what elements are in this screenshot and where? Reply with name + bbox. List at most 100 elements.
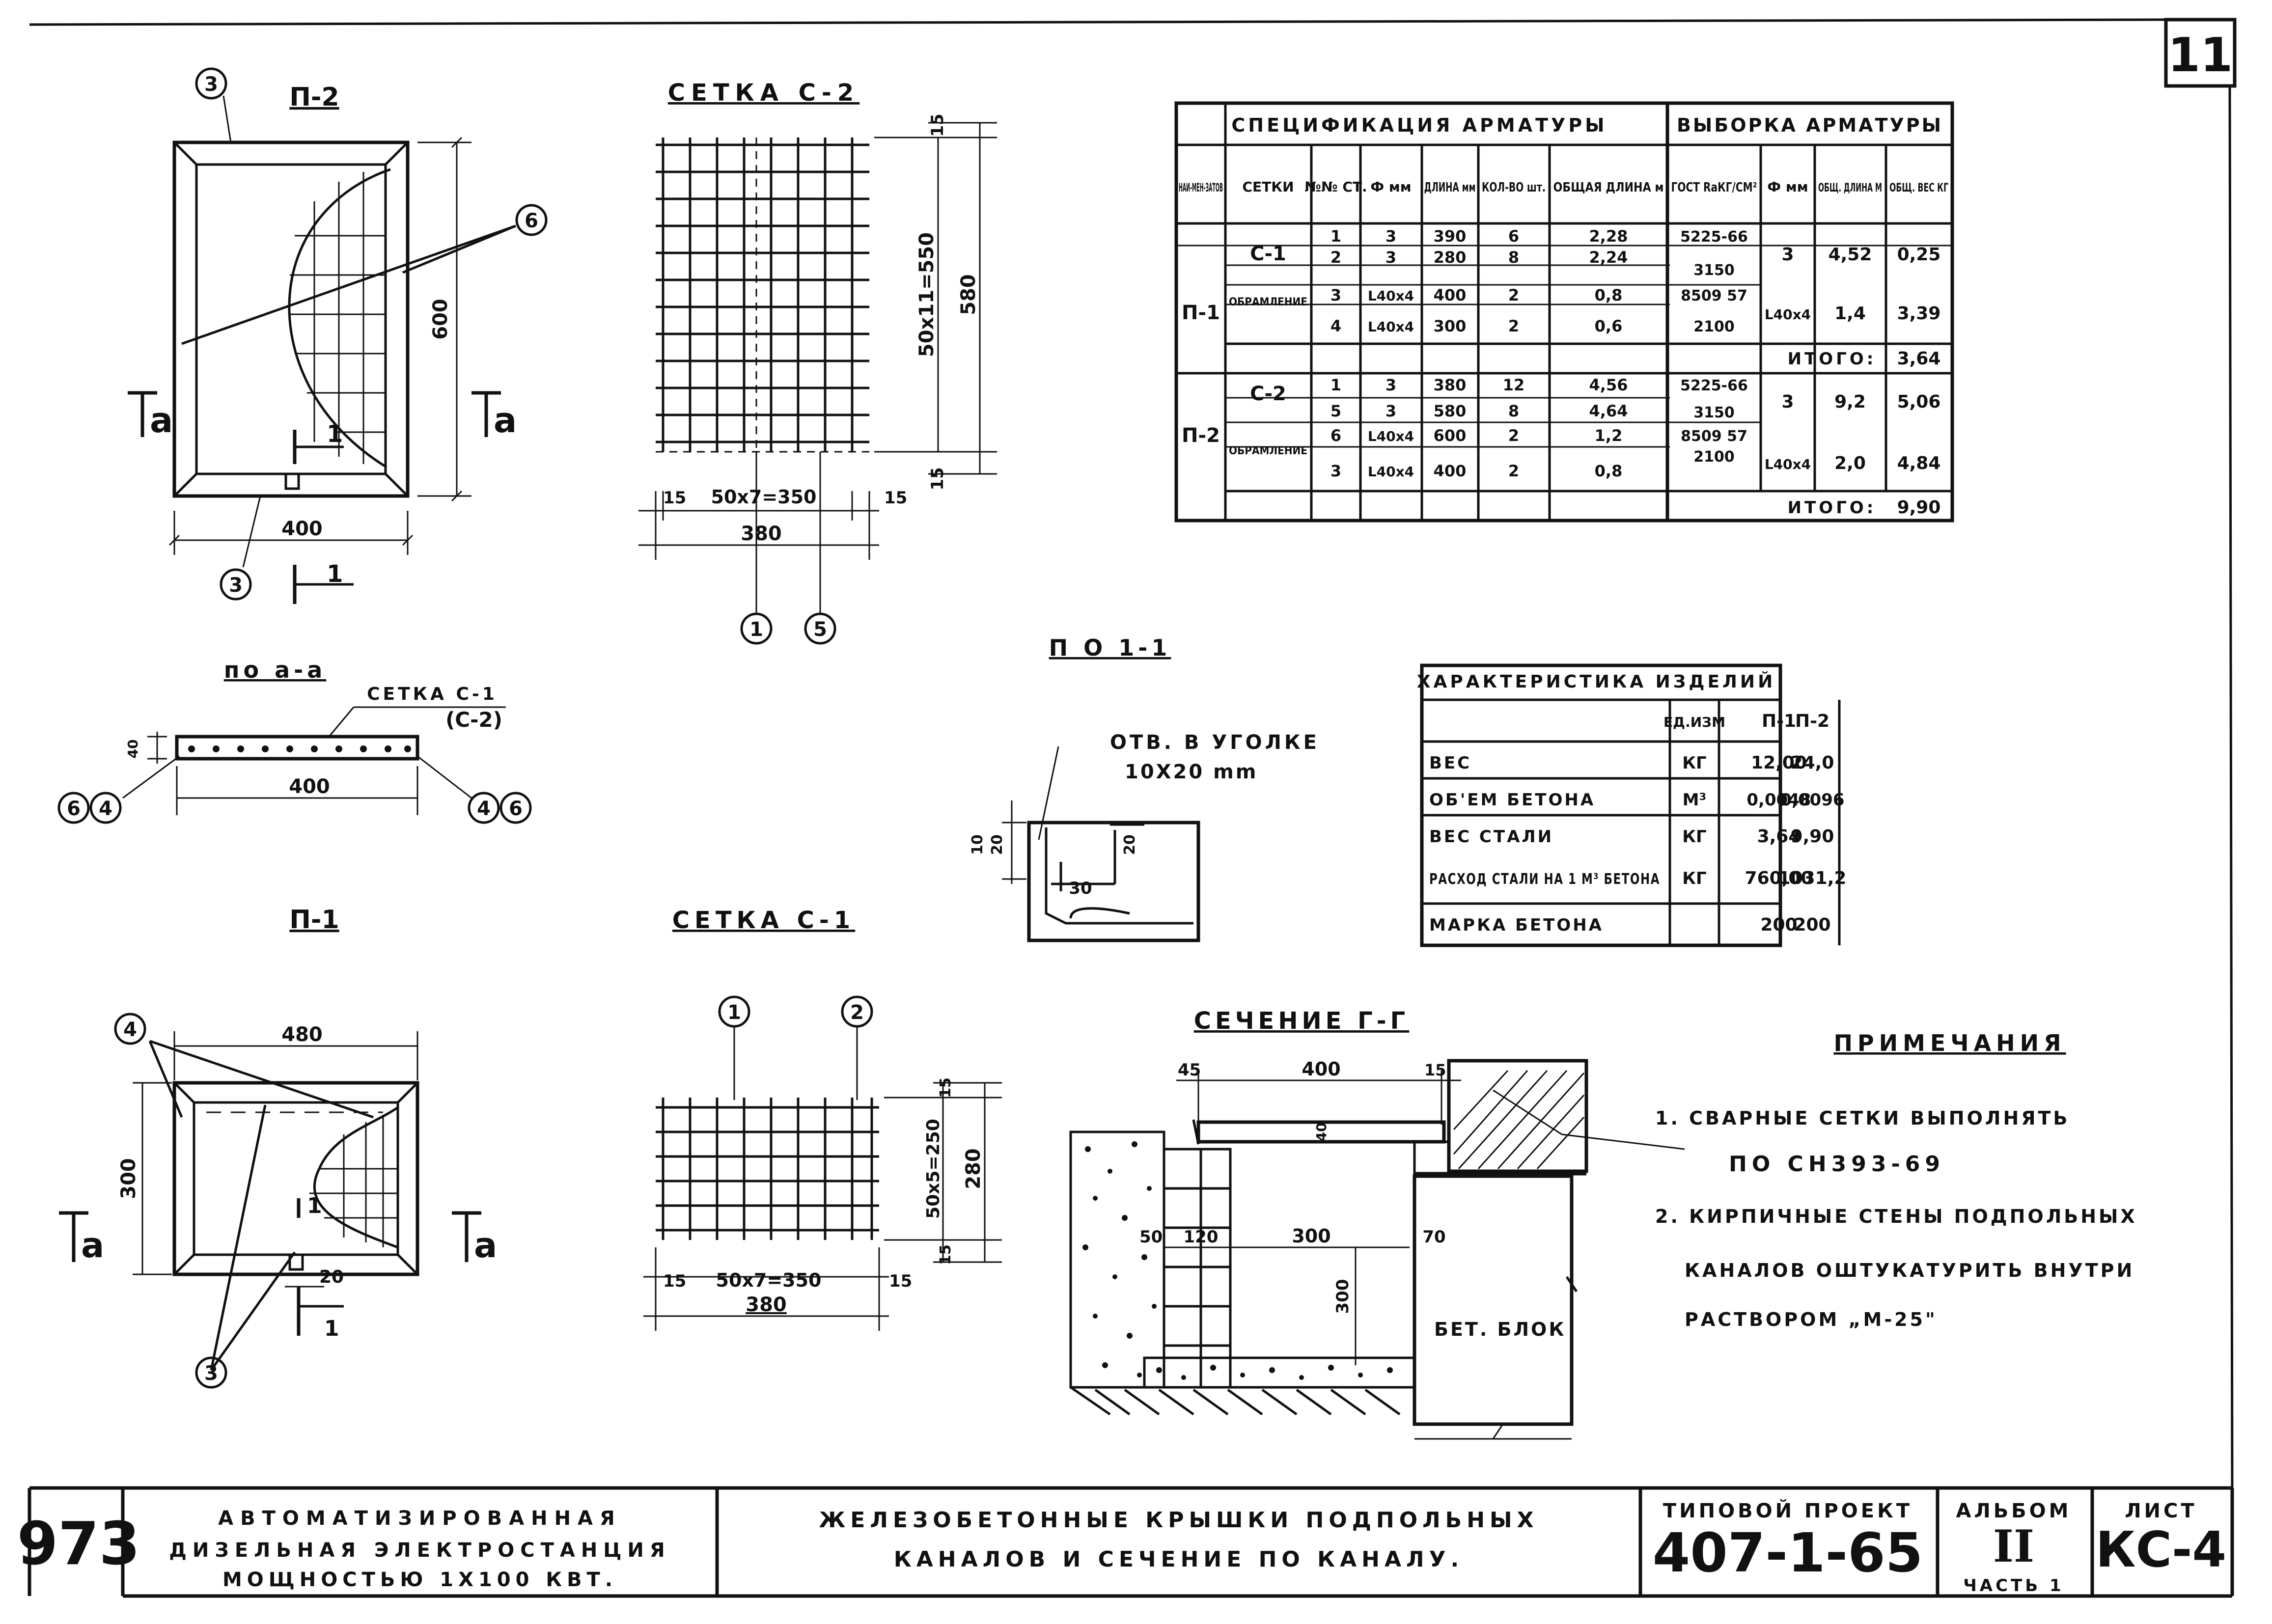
svg-text:0,8: 0,8: [1595, 462, 1623, 480]
svg-text:С-2: С-2: [1250, 383, 1286, 405]
p1-small-dim: 20: [319, 1267, 344, 1287]
d11-a-dim: 20: [1121, 834, 1138, 855]
svg-text:9,90: 9,90: [1791, 826, 1834, 847]
setka-c1-grid: [643, 1026, 1002, 1331]
svg-text:С-1: С-1: [1250, 243, 1286, 265]
svg-text:600: 600: [1434, 426, 1467, 445]
svg-text:200: 200: [1760, 915, 1797, 935]
section-gg-title: СЕЧЕНИЕ Г-Г: [1194, 1007, 1410, 1035]
svg-text:2: 2: [1508, 462, 1519, 480]
svg-text:2,24: 2,24: [1589, 248, 1628, 267]
hole-note-1: ОТВ. В УГОЛКЕ: [1110, 731, 1320, 754]
callout-p2-right: 6: [515, 204, 548, 236]
gg-dim-120: 120: [1184, 1227, 1219, 1247]
svg-text:6: 6: [1508, 227, 1519, 246]
tb-album-label: АЛЬБОМ: [1956, 1500, 2072, 1522]
note-2a: 2. КИРПИЧНЫЕ СТЕНЫ ПОДПОЛЬНЫХ: [1655, 1206, 2137, 1227]
p1-title: П-1: [289, 905, 339, 935]
c1-dim-span: 50х7=350: [716, 1269, 822, 1291]
svg-text:№№ СТ.: №№ СТ.: [1304, 179, 1367, 195]
p2-plan: [128, 95, 516, 604]
po-11-title: П О 1-1: [1049, 634, 1171, 661]
tb-typical-label: ТИПОВОЙ ПРОЕКТ: [1663, 1499, 1912, 1522]
svg-text:4,56: 4,56: [1589, 376, 1628, 394]
svg-text:L40х4: L40х4: [1368, 288, 1414, 304]
spec-total2-value: 9,90: [1897, 497, 1941, 518]
c2-dim-width: 380: [741, 523, 782, 545]
svg-text:8509 57: 8509 57: [1681, 428, 1747, 445]
p2-title: П-2: [289, 83, 339, 112]
svg-text:4: 4: [1330, 317, 1341, 335]
svg-text:4,84: 4,84: [1897, 453, 1941, 473]
p2-cut-a-left: а: [150, 400, 173, 440]
tb-typical-value: 407-1-65: [1653, 1521, 1923, 1584]
svg-text:8509 57: 8509 57: [1681, 287, 1747, 304]
svg-text:1: 1: [1330, 227, 1341, 246]
svg-text:0,0048: 0,0048: [1746, 790, 1811, 810]
tb-album-value: II: [1993, 1520, 2034, 1572]
callout-c2-left: 1: [740, 612, 773, 645]
gg-dim-40: 40: [1313, 1123, 1330, 1142]
svg-text:3,39: 3,39: [1897, 303, 1941, 324]
svg-text:200: 200: [1794, 915, 1830, 935]
svg-text:3: 3: [1385, 402, 1396, 420]
d11-b-dim: 30: [1069, 879, 1092, 898]
svg-text:4: 4: [99, 798, 112, 820]
svg-text:ОБРАМЛЕНИЕ: ОБРАМЛЕНИЕ: [1229, 296, 1307, 308]
gg-dim-70: 70: [1422, 1227, 1445, 1247]
svg-text:РАСХОД СТАЛИ НА 1 М³ БЕТОНА: РАСХОД СТАЛИ НА 1 М³ БЕТОНА: [1429, 871, 1660, 888]
notes: ПРИМЕЧАНИЯ 1. СВАРНЫЕ СЕТКИ ВЫПОЛНЯТЬ ПО…: [1655, 1030, 2137, 1330]
tb-drawing-1: ЖЕЛЕЗОБЕТОННЫЕ КРЫШКИ ПОДПОЛЬНЫХ: [819, 1508, 1538, 1533]
gg-dim-300h: 300: [1333, 1279, 1353, 1314]
svg-text:1: 1: [749, 618, 763, 641]
tb-sheet-value: КС-4: [2096, 1521, 2226, 1578]
svg-text:ОБЩ. ВЕС КГ: ОБЩ. ВЕС КГ: [1889, 181, 1948, 194]
p1-cut-1-bottom: 1: [324, 1316, 339, 1341]
svg-text:ОБЩ. ДЛИНА М: ОБЩ. ДЛИНА М: [1818, 181, 1882, 194]
svg-text:5225-66: 5225-66: [1680, 228, 1748, 246]
p2-cut-1-bottom: 1: [327, 560, 343, 588]
hole-note-2: 10Х20 mm: [1125, 761, 1258, 783]
svg-text:24,0: 24,0: [1791, 753, 1834, 773]
svg-text:3150: 3150: [1693, 262, 1735, 279]
svg-text:9,2: 9,2: [1834, 392, 1866, 412]
svg-text:3150: 3150: [1693, 404, 1735, 421]
aa-thickness-dim: 40: [125, 740, 141, 759]
svg-text:3: 3: [204, 1362, 218, 1385]
gg-dim-45: 45: [1178, 1060, 1201, 1080]
spec-total2-label: ИТОГО:: [1788, 498, 1877, 518]
svg-text:ДЛИНА мм: ДЛИНА мм: [1424, 180, 1476, 195]
c2-dim-top: 15: [928, 113, 947, 137]
svg-text:П-2: П-2: [1795, 711, 1829, 731]
svg-text:1,4: 1,4: [1834, 303, 1866, 324]
sheet-frame: [29, 18, 2237, 1493]
notes-title: ПРИМЕЧАНИЯ: [1833, 1030, 2066, 1056]
svg-text:5: 5: [813, 618, 827, 641]
section-gg: [1069, 1059, 1685, 1440]
svg-text:ЕД.ИЗМ: ЕД.ИЗМ: [1663, 714, 1725, 730]
spec-total1-label: ИТОГО:: [1788, 349, 1877, 369]
tb-project-1: АВТОМАТИЗИРОВАННАЯ: [218, 1507, 622, 1530]
gg-dim-50: 50: [1139, 1227, 1163, 1247]
svg-text:2100: 2100: [1693, 448, 1735, 466]
tb-code: 973: [17, 1510, 140, 1578]
c2-dim-span: 50х7=350: [711, 486, 817, 508]
p2-width-dim: 400: [281, 518, 323, 540]
callout-p1-top: 4: [114, 1013, 146, 1045]
callout-c2-right: 5: [804, 612, 836, 645]
svg-text:390: 390: [1434, 227, 1467, 246]
gg-dim-400: 400: [1302, 1058, 1340, 1080]
p1-cut-1-top: 1: [307, 1193, 322, 1218]
section-aa: [122, 706, 506, 815]
tb-sheet-label: ЛИСТ: [2125, 1500, 2197, 1522]
callout-aa-left-a: 6: [57, 792, 90, 824]
svg-text:400: 400: [1434, 286, 1467, 304]
c1-dim-left: 15: [663, 1271, 686, 1291]
tb-drawing-2: КАНАЛОВ И СЕЧЕНИЕ ПО КАНАЛУ.: [894, 1547, 1464, 1572]
svg-text:3: 3: [1781, 392, 1794, 412]
svg-text:3,64: 3,64: [1757, 826, 1801, 847]
note-1b: ПО СН393-69: [1729, 1152, 1945, 1177]
tb-project-3: МОЩНОСТЬЮ 1Х100 КВТ.: [222, 1569, 617, 1591]
svg-text:2: 2: [1508, 286, 1519, 304]
callout-c1-right: 2: [841, 995, 873, 1028]
